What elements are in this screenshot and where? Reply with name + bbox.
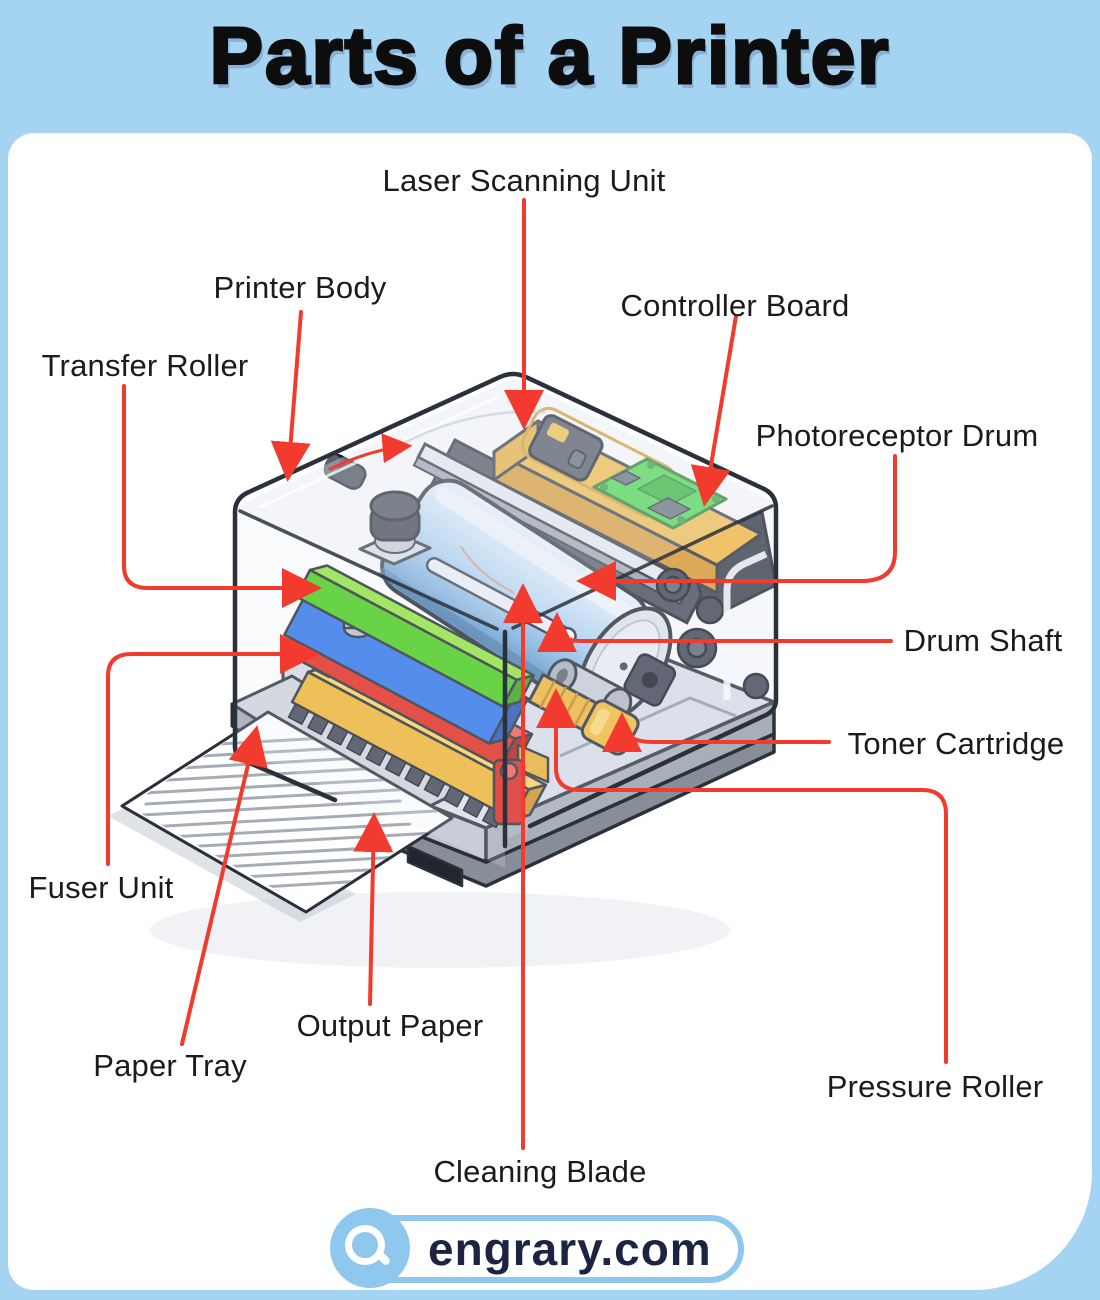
label-transfer-roller: Transfer Roller — [41, 348, 249, 383]
drum-knob — [358, 490, 432, 566]
roller-stack — [283, 564, 550, 829]
leader-toner-cartridge — [602, 712, 831, 752]
label-cleaning-blade: Cleaning Blade — [433, 1154, 647, 1189]
ground-shadow — [150, 892, 730, 968]
label-paper-tray: Paper Tray — [93, 1048, 247, 1083]
label-laser-scanning-unit: Laser Scanning Unit — [382, 163, 666, 198]
printer-body-graphic — [232, 371, 779, 868]
rotation-arrow — [328, 433, 413, 471]
label-drum-shaft: Drum Shaft — [903, 623, 1063, 658]
leader-photoreceptor-drum — [576, 454, 897, 601]
mount-bracket — [623, 653, 677, 707]
leader-controller-board — [690, 314, 738, 507]
leader-fuser-unit — [106, 634, 320, 866]
leader-paper-tray — [180, 725, 268, 1046]
page-title: Parts of a Printer — [208, 10, 891, 102]
label-printer-body: Printer Body — [213, 270, 387, 305]
footer-search-badge — [330, 1208, 410, 1288]
controller-board-graphic — [592, 457, 728, 530]
leader-lines — [106, 198, 948, 1150]
search-icon — [345, 1225, 385, 1265]
leader-printer-body — [270, 310, 311, 482]
label-pressure-roller: Pressure Roller — [826, 1069, 1044, 1104]
label-fuser-unit: Fuser Unit — [28, 870, 174, 905]
transfer-roller-graphic — [294, 564, 535, 708]
footer-site-name: engrary.com — [428, 1223, 712, 1275]
leader-transfer-roller — [122, 384, 322, 608]
leader-drum-shaft — [537, 612, 893, 652]
leader-output-paper — [353, 812, 394, 1006]
label-toner-cartridge: Toner Cartridge — [847, 726, 1065, 761]
label-photoreceptor-drum: Photoreceptor Drum — [755, 418, 1039, 453]
label-controller-board: Controller Board — [620, 288, 850, 323]
leader-pressure-roller — [536, 688, 948, 1064]
label-output-paper: Output Paper — [296, 1008, 484, 1043]
